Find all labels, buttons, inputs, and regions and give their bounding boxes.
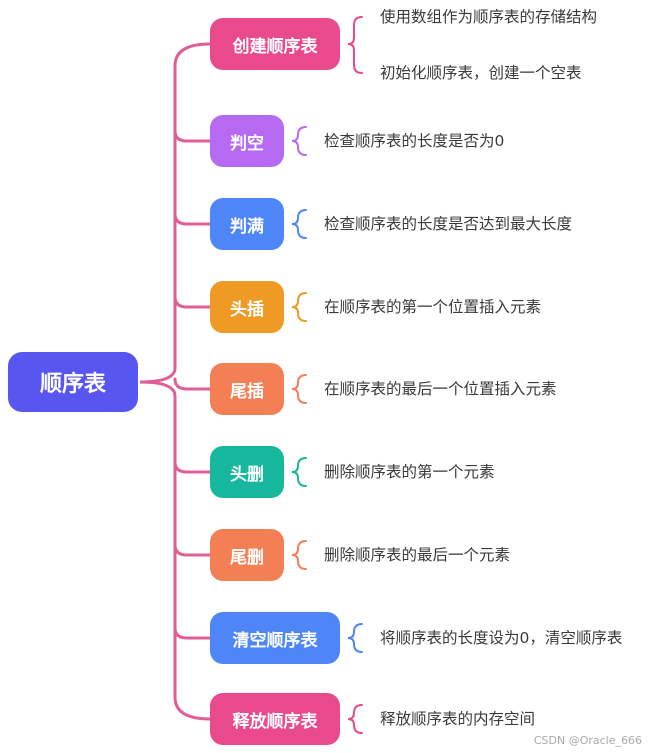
brace-is-full xyxy=(291,209,307,239)
root-node[interactable]: 顺序表 xyxy=(8,352,138,412)
leaf-create-1: 使用数组作为顺序表的存储结构 xyxy=(380,8,598,26)
branch-line-head-insert xyxy=(173,295,212,309)
node-head-delete[interactable]: 头删 xyxy=(210,446,284,498)
branch-line-tail-delete xyxy=(173,543,212,557)
leaf-head-insert: 在顺序表的第一个位置插入元素 xyxy=(324,298,542,316)
node-is-empty[interactable]: 判空 xyxy=(210,115,284,167)
main-branch-brace xyxy=(139,42,212,721)
brace-tail-delete xyxy=(291,540,307,570)
brace-release xyxy=(347,704,363,734)
leaf-tail-insert: 在顺序表的最后一个位置插入元素 xyxy=(324,380,557,398)
brace-tail-insert xyxy=(291,374,307,404)
brace-clear xyxy=(347,623,363,653)
node-tail-insert[interactable]: 尾插 xyxy=(210,363,284,415)
leaf-release: 释放顺序表的内存空间 xyxy=(380,710,536,728)
branch-line-is-empty xyxy=(173,129,212,143)
branch-line-tail-insert xyxy=(173,377,212,391)
brace-head-delete xyxy=(291,457,307,487)
branch-line-clear xyxy=(173,626,212,640)
leaf-is-empty: 检查顺序表的长度是否为0 xyxy=(324,132,505,150)
watermark: CSDN @Oracle_666 xyxy=(533,734,642,747)
brace-is-empty xyxy=(291,126,307,156)
node-release[interactable]: 释放顺序表 xyxy=(210,693,340,745)
node-tail-delete[interactable]: 尾删 xyxy=(210,529,284,581)
branch-line-head-delete xyxy=(173,460,212,474)
branch-line-is-full xyxy=(173,212,212,226)
brace-create xyxy=(347,16,363,74)
leaf-is-full: 检查顺序表的长度是否达到最大长度 xyxy=(324,215,573,233)
node-clear[interactable]: 清空顺序表 xyxy=(210,612,340,664)
node-create[interactable]: 创建顺序表 xyxy=(210,18,340,70)
node-head-insert[interactable]: 头插 xyxy=(210,281,284,333)
leaf-head-delete: 删除顺序表的第一个元素 xyxy=(324,463,495,481)
leaf-create-2: 初始化顺序表，创建一个空表 xyxy=(380,64,582,82)
leaf-tail-delete: 删除顺序表的最后一个元素 xyxy=(324,546,511,564)
node-is-full[interactable]: 判满 xyxy=(210,198,284,250)
brace-head-insert xyxy=(291,292,307,322)
leaf-clear: 将顺序表的长度设为0，清空顺序表 xyxy=(380,629,623,647)
